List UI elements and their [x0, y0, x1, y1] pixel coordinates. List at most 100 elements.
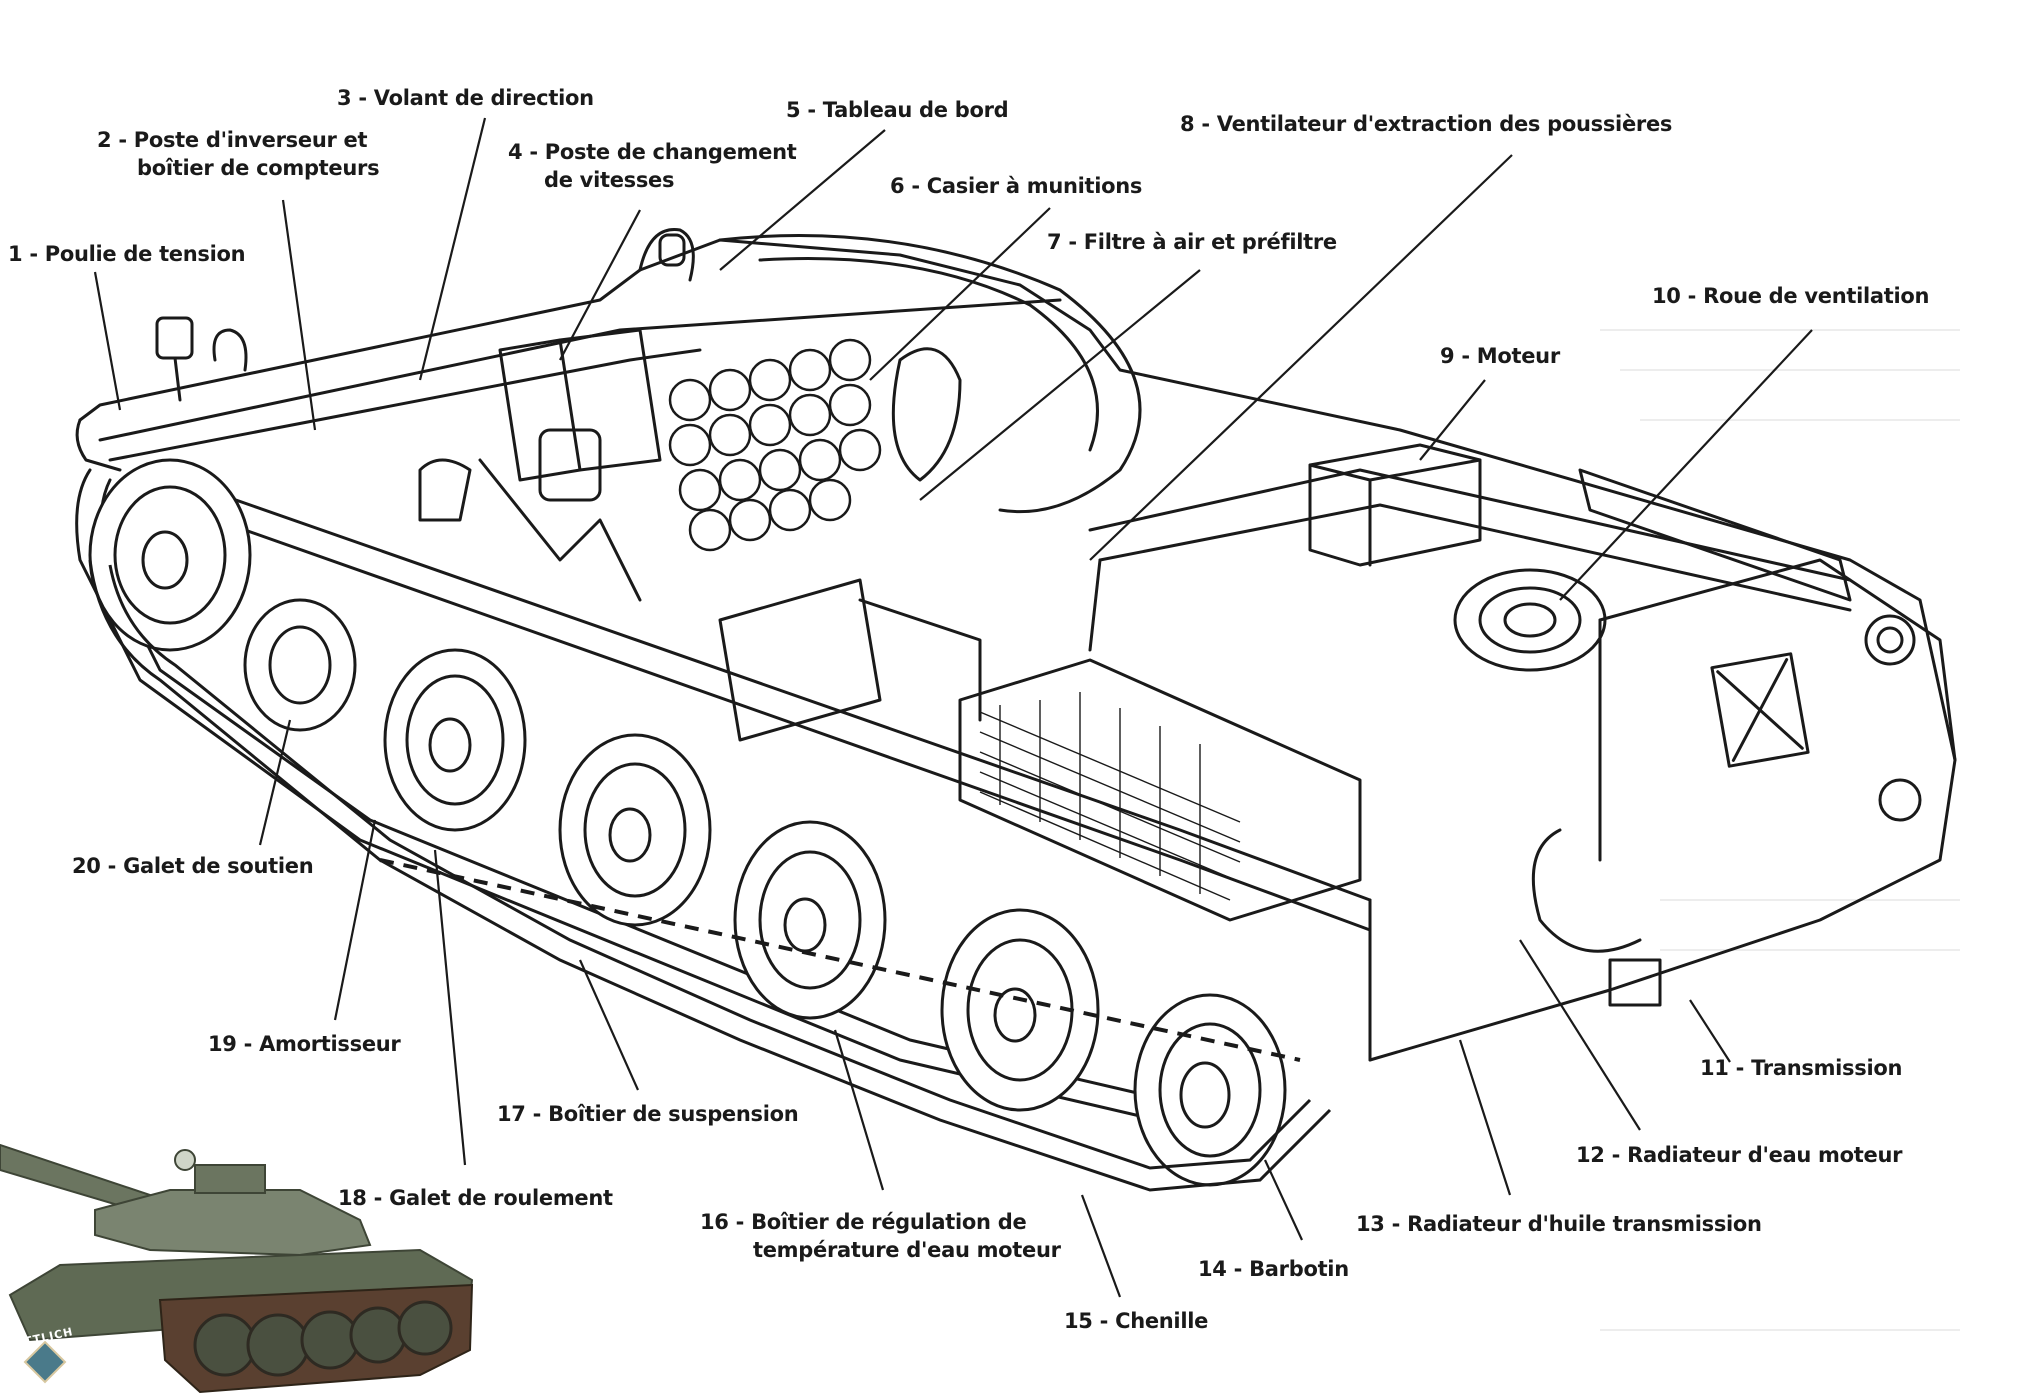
label-16-num: 16	[700, 1210, 729, 1234]
label-11-num: 11	[1700, 1056, 1729, 1080]
label-5-text: Tableau de bord	[822, 98, 1009, 122]
label-6-text: Casier à munitions	[926, 174, 1143, 198]
leader-1	[93, 271, 122, 411]
label-9-num: 9	[1440, 344, 1455, 368]
label-15-num: 15	[1064, 1309, 1093, 1333]
label-2-num: 2	[97, 128, 112, 152]
label-19-num: 19	[208, 1032, 237, 1056]
label-19: 19 - Amortisseur	[208, 1032, 401, 1056]
leader-14	[1264, 1159, 1303, 1241]
label-1-num: 1	[8, 242, 23, 266]
label-4-text: Poste de changement	[544, 140, 797, 164]
road-wheels	[88, 458, 1287, 1187]
leader-5	[719, 129, 886, 271]
label-7-num: 7	[1047, 230, 1062, 254]
leader-lines	[93, 117, 1813, 1298]
label-18-text: Galet de roulement	[389, 1186, 613, 1210]
leader-3	[418, 117, 487, 381]
leader-17	[578, 959, 640, 1091]
label-17-num: 17	[497, 1102, 526, 1126]
leader-12	[1519, 939, 1641, 1131]
leader-4	[559, 209, 641, 361]
label-6-num: 6	[890, 174, 905, 198]
label-20-num: 20	[72, 854, 101, 878]
label-11-text: Transmission	[1751, 1056, 1903, 1080]
track-drawing	[88, 559, 1332, 1192]
label-1: 1 - Poulie de tension	[8, 242, 246, 266]
leader-18	[433, 849, 467, 1166]
label-2: 2 - Poste d'inverseur et boîtier de comp…	[97, 128, 380, 180]
leader-19	[333, 819, 377, 1021]
label-2-text: Poste d'inverseur et	[133, 128, 368, 152]
label-1-text: Poulie de tension	[44, 242, 246, 266]
paper-background	[1600, 329, 1960, 1331]
wittlich-badge-logo	[23, 1340, 67, 1384]
leader-16	[833, 1029, 885, 1191]
label-13: 13 - Radiateur d'huile transmission	[1356, 1212, 1762, 1236]
label-7: 7 - Filtre à air et préfiltre	[1047, 230, 1337, 254]
road-wheel-2	[558, 733, 712, 927]
label-8: 8 - Ventilateur d'extraction des poussiè…	[1180, 112, 1673, 136]
ammo-rack-drawing	[668, 338, 882, 552]
label-9: 9 - Moteur	[1440, 344, 1560, 368]
label-3-num: 3	[337, 86, 352, 110]
tank-photo-tracks	[158, 1283, 474, 1394]
label-13-num: 13	[1356, 1212, 1385, 1236]
label-13-text: Radiateur d'huile transmission	[1407, 1212, 1762, 1236]
leader-7	[919, 269, 1201, 501]
label-20: 20 - Galet de soutien	[72, 854, 314, 878]
label-10-text: Roue de ventilation	[1703, 284, 1930, 308]
road-wheel-3	[733, 820, 887, 1020]
leader-15	[1080, 1194, 1122, 1298]
label-7-text: Filtre à air et préfiltre	[1083, 230, 1337, 254]
label-15-text: Chenille	[1115, 1309, 1209, 1333]
leader-2	[281, 199, 317, 431]
label-2-text-line2: boîtier de compteurs	[137, 156, 380, 180]
return-roller	[243, 598, 357, 732]
road-wheel-4	[940, 908, 1100, 1112]
label-14-text: Barbotin	[1249, 1257, 1349, 1281]
label-3-text: Volant de direction	[373, 86, 594, 110]
label-4-num: 4	[508, 140, 523, 164]
label-10: 10 - Roue de ventilation	[1652, 284, 1930, 308]
label-14: 14 - Barbotin	[1198, 1257, 1349, 1281]
label-11: 11 - Transmission	[1700, 1056, 1903, 1080]
label-4: 4 - Poste de changement de vitesses	[508, 140, 797, 192]
label-5-num: 5	[786, 98, 801, 122]
idler-wheel	[88, 458, 252, 652]
label-10-num: 10	[1652, 284, 1681, 308]
leader-20	[258, 719, 292, 846]
leader-13	[1458, 1039, 1512, 1196]
tank-photo-inset	[0, 1143, 474, 1394]
leader-8	[1089, 154, 1513, 561]
label-5: 5 - Tableau de bord	[786, 98, 1009, 122]
label-15: 15 - Chenille	[1064, 1309, 1209, 1333]
leader-9	[1419, 379, 1486, 461]
label-16-text-line2: température d'eau moteur	[753, 1238, 1061, 1262]
label-14-num: 14	[1198, 1257, 1227, 1281]
road-wheel-1	[383, 648, 527, 832]
label-20-text: Galet de soutien	[123, 854, 314, 878]
label-19-text: Amortisseur	[259, 1032, 401, 1056]
label-18-num: 18	[338, 1186, 367, 1210]
label-12: 12 - Radiateur d'eau moteur	[1576, 1143, 1903, 1167]
leader-6	[869, 207, 1051, 381]
label-9-text: Moteur	[1476, 344, 1560, 368]
leader-10	[1559, 329, 1813, 601]
radiator-mesh	[979, 692, 1241, 901]
label-17: 17 - Boîtier de suspension	[497, 1102, 799, 1126]
tank-photo-turret	[94, 1149, 372, 1257]
label-8-text: Ventilateur d'extraction des poussières	[1216, 112, 1673, 136]
leader-11	[1689, 999, 1731, 1063]
label-17-text: Boîtier de suspension	[548, 1102, 799, 1126]
label-16-text: Boîtier de régulation de	[751, 1210, 1027, 1234]
sprocket-wheel	[1133, 993, 1287, 1187]
label-3: 3 - Volant de direction	[337, 86, 594, 110]
label-12-num: 12	[1576, 1143, 1605, 1167]
label-6: 6 - Casier à munitions	[890, 174, 1143, 198]
label-18: 18 - Galet de roulement	[338, 1186, 613, 1210]
label-8-num: 8	[1180, 112, 1195, 136]
label-16: 16 - Boîtier de régulation de températur…	[700, 1210, 1061, 1262]
label-4-text-line2: de vitesses	[544, 168, 675, 192]
